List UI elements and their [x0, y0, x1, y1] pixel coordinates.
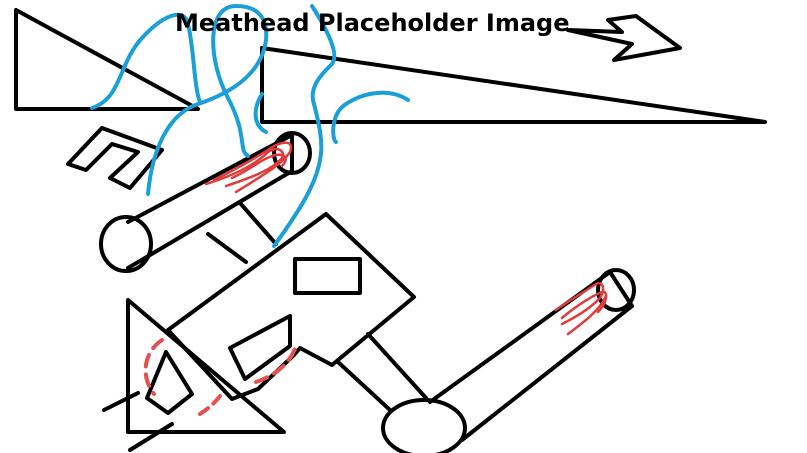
stray-stroke-upper	[102, 391, 140, 412]
lower-right-cylinder-far-end	[596, 268, 636, 312]
blue-scribble-middle	[146, 4, 269, 196]
u-shape-doodle	[66, 126, 164, 190]
page-title: Meathead Placeholder Image	[175, 9, 570, 37]
arrow-doodle	[566, 14, 682, 62]
red-scribbles	[204, 141, 608, 336]
leg-connector-right	[366, 332, 428, 400]
blue-scribble-under-wedge	[253, 92, 268, 134]
arm-connector-right	[238, 201, 278, 246]
blue-scribble-far-right	[331, 90, 410, 144]
lower-right-cylinder	[428, 270, 634, 442]
torso-window	[293, 257, 362, 295]
red-arc-right	[254, 344, 298, 384]
black-line-art	[14, 8, 767, 453]
blue-scribble-left	[90, 12, 202, 110]
lower-left-triangle	[126, 298, 286, 434]
red-scribble-upper-1	[204, 147, 285, 188]
long-wedge-triangle	[260, 46, 767, 124]
arm-connector-left	[206, 232, 248, 264]
blue-scribble-right	[272, 4, 337, 248]
torso-shard	[228, 314, 292, 381]
stray-stroke-lower	[128, 422, 174, 452]
blue-scribbles	[90, 4, 410, 248]
red-scribble-upper-2	[212, 141, 293, 194]
lower-right-cylinder-near-end	[381, 398, 467, 453]
red-scribble-lower-1	[554, 281, 605, 326]
red-scribble-lower-3	[566, 294, 608, 336]
red-arc-bottom	[198, 394, 222, 416]
upper-left-cylinder-far-end	[272, 131, 312, 175]
red-scribble-upper-3	[230, 153, 287, 180]
red-dashed-arcs	[143, 338, 298, 416]
red-scribble-lower-2	[560, 290, 608, 320]
triangle-inner-wedge	[145, 350, 194, 415]
leg-connector-left	[336, 360, 392, 412]
red-arc-left	[143, 338, 164, 396]
upper-left-cylinder	[126, 133, 294, 270]
top-left-triangle	[14, 8, 200, 111]
upper-left-cylinder-near-end	[99, 215, 153, 273]
